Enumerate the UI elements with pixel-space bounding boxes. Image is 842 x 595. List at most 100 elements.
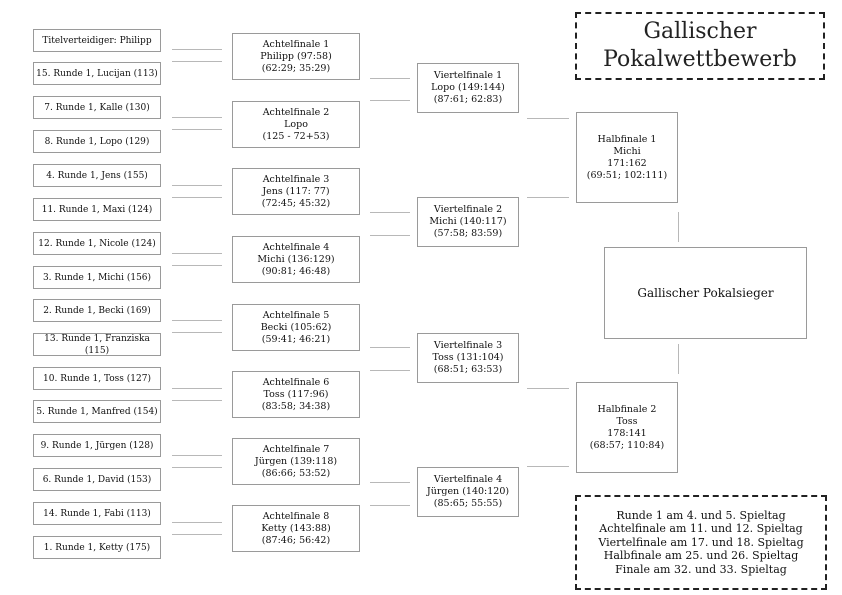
match-detail: (86:66; 53:52) bbox=[261, 467, 331, 479]
achtelfinale-box-8: Achtelfinale 8 Ketty (143:88) (87:46; 56… bbox=[232, 505, 360, 552]
schedule-line: Halbfinale am 25. und 26. Spieltag bbox=[603, 549, 799, 563]
viertelfinale-box-3: Viertelfinale 3 Toss (131:104) (68:51; 6… bbox=[417, 333, 519, 383]
match-score: 171:162 bbox=[607, 157, 647, 169]
schedule-line: Viertelfinale am 17. und 18. Spieltag bbox=[598, 535, 804, 549]
match-title: Viertelfinale 3 bbox=[433, 340, 503, 351]
match-detail: (125 - 72+53) bbox=[262, 130, 330, 142]
match-winner: Jürgen (139:118) bbox=[254, 455, 338, 467]
match-title: Achtelfinale 2 bbox=[262, 106, 330, 118]
round1-label: Titelverteidiger: Philipp bbox=[42, 35, 152, 46]
schedule-line: Runde 1 am 4. und 5. Spieltag bbox=[616, 508, 786, 522]
schedule-line: Finale am 32. und 33. Spieltag bbox=[615, 562, 787, 576]
schedule-line: Achtelfinale am 11. und 12. Spieltag bbox=[599, 522, 803, 536]
match-title: Halbfinale 2 bbox=[597, 403, 657, 415]
round1-box-15: 14. Runde 1, Fabi (113) bbox=[33, 502, 161, 525]
viertelfinale-box-1: Viertelfinale 1 Lopo (149:144) (87:61; 6… bbox=[417, 63, 519, 113]
match-title: Halbfinale 1 bbox=[597, 133, 657, 145]
match-winner: Lopo bbox=[284, 118, 308, 130]
round1-label: 8. Runde 1, Lopo (129) bbox=[44, 136, 150, 147]
match-detail: (69:51; 102:111) bbox=[586, 169, 668, 181]
halbfinale-box-2: Halbfinale 2 Toss 178:141 (68:57; 110:84… bbox=[576, 382, 678, 473]
achtelfinale-box-6: Achtelfinale 6 Toss (117:96) (83:58; 34:… bbox=[232, 371, 360, 418]
match-winner: Ketty (143:88) bbox=[261, 522, 331, 534]
round1-box-6: 11. Runde 1, Maxi (124) bbox=[33, 198, 161, 221]
match-detail: (68:57; 110:84) bbox=[589, 439, 665, 451]
round1-box-11: 10. Runde 1, Toss (127) bbox=[33, 367, 161, 390]
match-title: Viertelfinale 4 bbox=[433, 474, 503, 485]
round1-label: 12. Runde 1, Nicole (124) bbox=[38, 238, 156, 249]
match-detail: (72:45; 45:32) bbox=[261, 197, 331, 209]
match-title: Achtelfinale 3 bbox=[262, 173, 330, 185]
match-winner: Philipp (97:58) bbox=[260, 50, 332, 62]
round1-label: 6. Runde 1, David (153) bbox=[42, 474, 152, 485]
round1-box-1: Titelverteidiger: Philipp bbox=[33, 29, 161, 52]
achtelfinale-box-2: Achtelfinale 2 Lopo (125 - 72+53) bbox=[232, 101, 360, 148]
match-title: Viertelfinale 2 bbox=[433, 204, 503, 215]
viertelfinale-box-2: Viertelfinale 2 Michi (140:117) (57:58; … bbox=[417, 197, 519, 247]
achtelfinale-box-4: Achtelfinale 4 Michi (136:129) (90:81; 4… bbox=[232, 236, 360, 283]
round1-box-3: 7. Runde 1, Kalle (130) bbox=[33, 96, 161, 119]
match-winner: Becki (105:62) bbox=[260, 321, 332, 333]
achtelfinale-box-3: Achtelfinale 3 Jens (117: 77) (72:45; 45… bbox=[232, 168, 360, 215]
achtelfinale-box-7: Achtelfinale 7 Jürgen (139:118) (86:66; … bbox=[232, 438, 360, 485]
round1-box-2: 15. Runde 1, Lucijan (113) bbox=[33, 62, 161, 85]
round1-label: 7. Runde 1, Kalle (130) bbox=[44, 102, 150, 113]
match-detail: (83:58; 34:38) bbox=[261, 400, 331, 412]
match-title: Achtelfinale 4 bbox=[262, 241, 330, 253]
match-detail: (90:81; 46:48) bbox=[261, 265, 331, 277]
match-detail: (87:46; 56:42) bbox=[261, 534, 331, 546]
title-line-2: Pokalwettbewerb bbox=[603, 47, 797, 72]
round1-label: 2. Runde 1, Becki (169) bbox=[43, 305, 151, 316]
match-winner: Michi bbox=[613, 145, 641, 157]
round1-box-16: 1. Runde 1, Ketty (175) bbox=[33, 536, 161, 559]
round1-label: 15. Runde 1, Lucijan (113) bbox=[36, 68, 158, 79]
match-detail: (59:41; 46:21) bbox=[261, 333, 331, 345]
round1-label: 5. Runde 1, Manfred (154) bbox=[36, 406, 158, 417]
match-winner: Jürgen (140:120) bbox=[426, 486, 510, 497]
match-title: Achtelfinale 1 bbox=[262, 38, 330, 50]
match-winner: Michi (136:129) bbox=[257, 253, 335, 265]
match-title: Achtelfinale 8 bbox=[262, 510, 330, 522]
round1-label: 4. Runde 1, Jens (155) bbox=[46, 170, 148, 181]
round1-box-4: 8. Runde 1, Lopo (129) bbox=[33, 130, 161, 153]
match-detail: (57:58; 83:59) bbox=[433, 228, 503, 239]
match-detail: (85:65; 55:55) bbox=[433, 498, 503, 509]
round1-box-10: 13. Runde 1, Franziska (115) bbox=[33, 333, 161, 356]
round1-box-14: 6. Runde 1, David (153) bbox=[33, 468, 161, 491]
round1-label: 14. Runde 1, Fabi (113) bbox=[43, 508, 151, 519]
round1-box-9: 2. Runde 1, Becki (169) bbox=[33, 299, 161, 322]
pokalsieger-label: Gallischer Pokalsieger bbox=[637, 286, 774, 300]
round1-box-7: 12. Runde 1, Nicole (124) bbox=[33, 232, 161, 255]
match-detail: (87:61; 62:83) bbox=[433, 94, 503, 105]
round1-box-13: 9. Runde 1, Jürgen (128) bbox=[33, 434, 161, 457]
match-title: Achtelfinale 5 bbox=[262, 309, 330, 321]
round1-label: 11. Runde 1, Maxi (124) bbox=[41, 204, 153, 215]
round1-label: 3. Runde 1, Michi (156) bbox=[42, 272, 152, 283]
page-title: Gallischer Pokalwettbewerb bbox=[575, 12, 825, 80]
pokalsieger-box: Gallischer Pokalsieger bbox=[604, 247, 807, 339]
match-winner: Michi (140:117) bbox=[429, 216, 507, 227]
round1-box-5: 4. Runde 1, Jens (155) bbox=[33, 164, 161, 187]
round1-box-12: 5. Runde 1, Manfred (154) bbox=[33, 400, 161, 423]
match-winner: Toss bbox=[616, 415, 638, 427]
round1-box-8: 3. Runde 1, Michi (156) bbox=[33, 266, 161, 289]
round1-label: 10. Runde 1, Toss (127) bbox=[43, 373, 151, 384]
match-winner: Toss (117:96) bbox=[263, 388, 329, 400]
match-title: Achtelfinale 7 bbox=[262, 443, 330, 455]
match-winner: Jens (117: 77) bbox=[262, 185, 330, 197]
round1-label: 1. Runde 1, Ketty (175) bbox=[43, 542, 151, 553]
round1-label: 9. Runde 1, Jürgen (128) bbox=[40, 440, 154, 451]
match-detail: (68:51; 63:53) bbox=[433, 364, 503, 375]
viertelfinale-box-4: Viertelfinale 4 Jürgen (140:120) (85:65;… bbox=[417, 467, 519, 517]
match-detail: (62:29; 35:29) bbox=[261, 62, 331, 74]
achtelfinale-box-1: Achtelfinale 1 Philipp (97:58) (62:29; 3… bbox=[232, 33, 360, 80]
match-score: 178:141 bbox=[607, 427, 647, 439]
title-line-1: Gallischer bbox=[643, 19, 757, 44]
round1-label: 13. Runde 1, Franziska (115) bbox=[44, 333, 150, 356]
match-winner: Toss (131:104) bbox=[432, 352, 504, 363]
match-winner: Lopo (149:144) bbox=[431, 82, 505, 93]
schedule-box: Runde 1 am 4. und 5. Spieltag Achtelfina… bbox=[575, 495, 827, 590]
halbfinale-box-1: Halbfinale 1 Michi 171:162 (69:51; 102:1… bbox=[576, 112, 678, 203]
match-title: Achtelfinale 6 bbox=[262, 376, 330, 388]
achtelfinale-box-5: Achtelfinale 5 Becki (105:62) (59:41; 46… bbox=[232, 304, 360, 351]
